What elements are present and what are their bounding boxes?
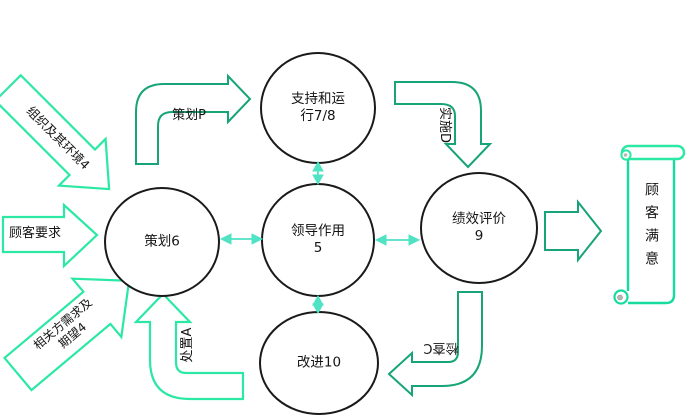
label-cycle-plan: 策划P [172, 107, 206, 123]
context-input-arrow [0, 73, 111, 191]
label-customer-satisfaction: 顾客满意 [643, 182, 659, 274]
do-elbow-arrow [394, 81, 493, 169]
output-arrow [544, 199, 603, 263]
label-plan-circle: 策划6 [144, 233, 180, 250]
connector-leadership-evaluation [374, 234, 421, 246]
label-leadership-line1: 领导作用 [291, 223, 345, 240]
check-elbow-arrow [387, 291, 483, 398]
connector-support-leadership [312, 160, 324, 186]
act-elbow-arrow [133, 292, 245, 401]
label-leadership-line2: 5 [313, 240, 323, 256]
label-support-line2: 行7/8 [300, 108, 336, 124]
label-evaluation-circle: 绩效评价 9 [452, 211, 506, 245]
label-support-circle: 支持和运 行7/8 [291, 91, 345, 125]
interested-parties-arrow [2, 277, 131, 392]
label-cycle-check: 检查C [423, 340, 459, 356]
evaluation-circle [420, 172, 538, 284]
connector-leadership-improvement [312, 294, 324, 315]
label-improvement-circle: 改进10 [296, 354, 342, 371]
customer-requirements-arrow [1, 202, 99, 269]
label-leadership-circle: 领导作用 5 [291, 223, 345, 257]
plan-elbow-arrow [135, 73, 252, 165]
scroll-top-roll [620, 144, 686, 161]
scroll-shape [613, 144, 686, 305]
label-support-line1: 支持和运 [291, 91, 345, 108]
connector-plan-leadership [219, 233, 264, 245]
label-customer-requirements: 顾客要求 [8, 225, 62, 241]
label-cycle-do: 实施D [437, 106, 453, 144]
label-evaluation-line1: 绩效评价 [452, 211, 506, 228]
plan-circle [104, 187, 220, 297]
label-cycle-act: 处置A [179, 327, 195, 363]
label-evaluation-line2: 9 [474, 228, 484, 244]
